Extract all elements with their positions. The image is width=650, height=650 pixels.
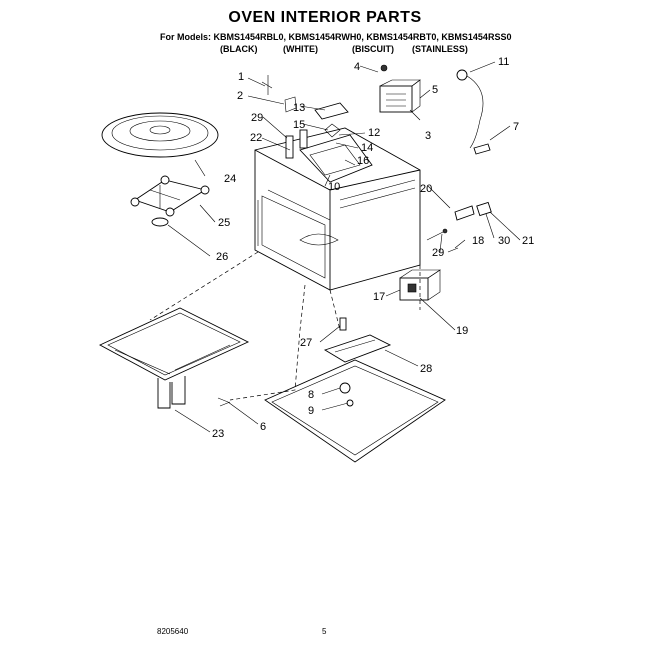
part-3: 3 [425,130,431,142]
part-10: 10 [328,181,340,193]
part-28: 28 [420,363,432,375]
part-23: 23 [212,428,224,440]
part-6-clip [217,397,231,407]
base-plate [264,359,446,463]
part-12: 12 [368,127,380,139]
color-white: (WHITE) [283,44,318,54]
part-7: 7 [513,121,519,133]
part-19: 19 [456,325,468,337]
color-variants: (BLACK) (WHITE) (BISCUIT) (STAINLESS) [0,44,650,56]
switch-parts [339,382,354,407]
part-4: 4 [354,61,360,73]
part-18: 18 [472,235,484,247]
part-20: 20 [420,183,432,195]
leader-lines [167,61,521,433]
models-list: KBMS1454RBL0, KBMS1454RWH0, KBMS1454RBT0… [213,32,512,42]
fuse-holder [473,143,491,155]
waveguide-assembly [261,75,373,183]
part-1: 1 [238,71,244,83]
models-line: For Models: KBMS1454RBL0, KBMS1454RWH0, … [160,32,511,42]
high-voltage-transformer [399,269,441,301]
part-14: 14 [361,142,373,154]
part-5: 5 [432,84,438,96]
part-24: 24 [224,173,236,185]
coupler [151,217,169,227]
turntable-tray [101,112,219,158]
color-biscuit: (BISCUIT) [352,44,394,54]
thermal-cutout [456,69,484,149]
part-29-lower: 29 [432,247,444,259]
part-8: 8 [308,389,314,401]
models-prefix: For Models: [160,32,211,42]
part-16: 16 [357,155,369,167]
part-17: 17 [373,291,385,303]
screws-right [426,228,459,253]
part-11: 11 [498,56,509,68]
part-number-labels: 1 2 3 4 5 6 7 8 9 10 11 12 13 14 15 16 1… [212,56,534,440]
color-black: (BLACK) [220,44,258,54]
part-15: 15 [293,119,305,131]
color-stainless: (STAINLESS) [412,44,468,54]
magnetron [379,64,421,113]
part-22: 22 [250,132,262,144]
part-25: 25 [218,217,230,229]
fastener-27 [339,317,347,331]
mounting-bracket [323,334,392,363]
bottom-tray [98,307,250,409]
document-number: 8205640 [157,627,189,636]
part-9: 9 [308,405,314,417]
part-27: 27 [300,337,312,349]
page-number: 5 [322,627,327,636]
part-13: 13 [293,102,305,114]
part-29-upper: 29 [251,112,263,124]
page-title: OVEN INTERIOR PARTS [228,9,422,26]
part-2: 2 [237,90,243,102]
part-21: 21 [522,235,534,247]
part-26: 26 [216,251,228,263]
lamp-socket [454,201,492,221]
part-6: 6 [260,421,266,433]
roller-support [130,175,210,217]
part-30: 30 [498,235,510,247]
